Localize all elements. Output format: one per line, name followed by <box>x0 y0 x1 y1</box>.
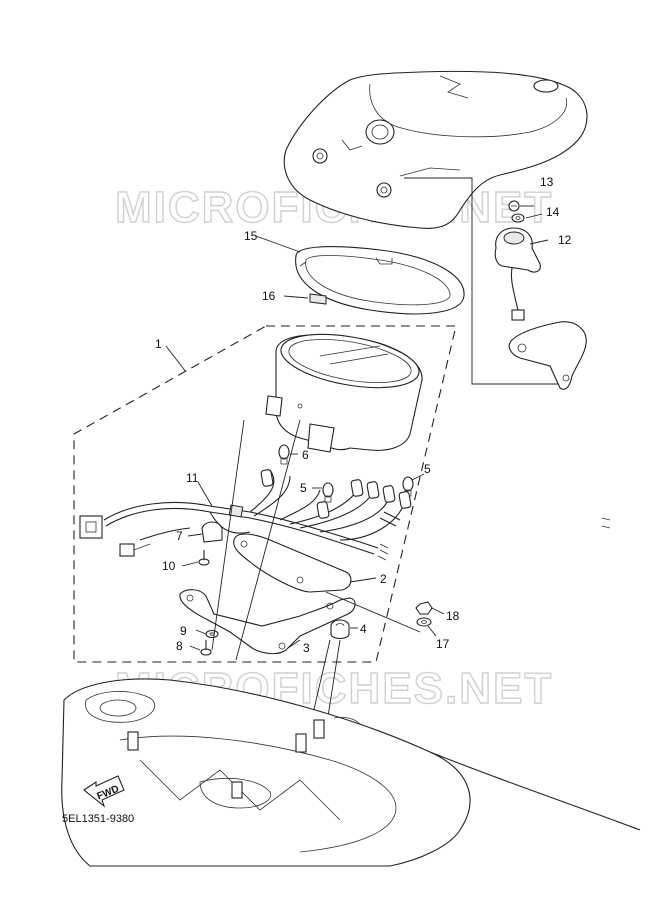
leader-7 <box>187 533 203 537</box>
callout-2: 2 <box>380 572 387 586</box>
bulb-part-6 <box>278 444 290 465</box>
lower-tank-cover <box>61 678 641 867</box>
drawing-code: 5EL1351-9380 <box>62 813 134 825</box>
callout-14: 14 <box>546 205 560 219</box>
connector-small <box>119 543 135 557</box>
callout-18: 18 <box>446 609 460 623</box>
callout-5a: 5 <box>300 481 307 495</box>
callout-6: 6 <box>302 448 309 462</box>
leader-9 <box>195 629 207 635</box>
callout-16: 16 <box>262 289 276 303</box>
callout-7: 7 <box>176 529 183 543</box>
damper-part-4 <box>330 619 350 640</box>
callout-17: 17 <box>436 637 450 651</box>
part-15-gasket-ring <box>295 246 465 315</box>
callout-9: 9 <box>180 624 187 638</box>
callout-8: 8 <box>176 639 183 653</box>
leader-12 <box>529 239 549 245</box>
callout-15: 15 <box>244 229 258 243</box>
leader-meter-8 <box>211 419 245 651</box>
leader-2 <box>349 577 377 583</box>
leader-11 <box>197 481 213 507</box>
part-12-switch <box>494 227 541 321</box>
connector-large <box>79 515 103 539</box>
leader-14 <box>525 213 543 219</box>
callout-12: 12 <box>558 233 572 247</box>
callout-13: 13 <box>540 175 554 189</box>
wiring-harness-part-11 <box>79 469 611 561</box>
callout-10: 10 <box>162 559 176 573</box>
leader-10 <box>181 561 199 567</box>
leader-1 <box>165 345 187 373</box>
leader-2-17 <box>325 591 421 633</box>
leader-upper-box <box>404 177 560 385</box>
leader-8 <box>189 645 201 651</box>
bracket-part-3 <box>179 589 356 655</box>
leader-3 <box>287 639 301 649</box>
assembly-outline-part-1 <box>73 325 457 663</box>
screw-part-8 <box>200 640 212 656</box>
washer-part-9 <box>205 629 219 639</box>
stay-part-2 <box>233 533 352 593</box>
leader-meter-3 <box>235 419 301 661</box>
nut-part-18 <box>415 601 433 615</box>
callout-11: 11 <box>186 471 199 485</box>
small-bracket <box>508 321 587 390</box>
clamp-part-7 <box>201 521 223 543</box>
callout-1: 1 <box>155 337 162 351</box>
leader-18 <box>431 607 445 615</box>
leader-15 <box>255 235 301 253</box>
part-13-screw <box>508 200 520 212</box>
callout-4: 4 <box>360 622 367 636</box>
callout-5b: 5 <box>424 462 431 476</box>
callout-3: 3 <box>303 641 310 655</box>
leader-17 <box>427 625 437 637</box>
part-16-pad <box>309 293 327 305</box>
leader-16 <box>283 295 309 299</box>
meter-body <box>265 333 423 453</box>
switch-connector <box>511 309 525 321</box>
upper-cover-housing <box>283 70 588 229</box>
leader-5b <box>411 473 425 481</box>
part-14-washer <box>511 213 525 223</box>
collar-part-17 <box>416 617 432 627</box>
bulb-part-5a <box>322 482 334 503</box>
screw-part-10 <box>198 550 210 566</box>
